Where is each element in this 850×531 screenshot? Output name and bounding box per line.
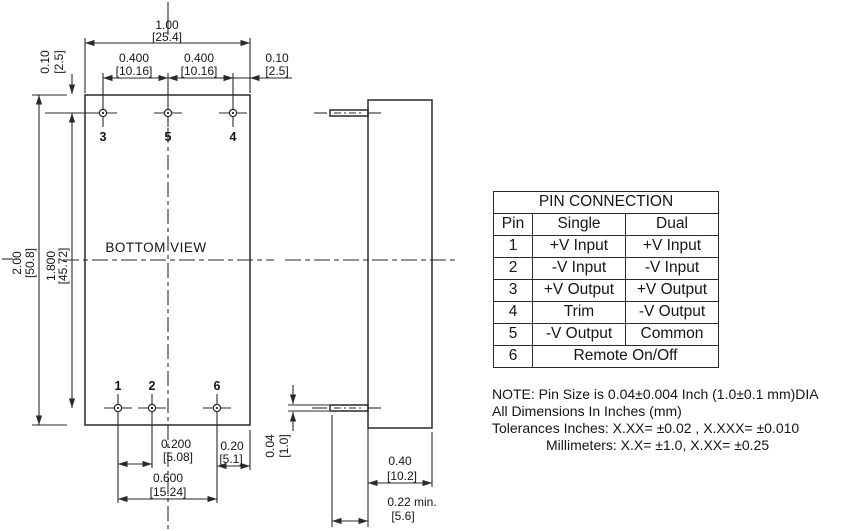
col-header-single: Single — [532, 213, 626, 236]
cell-pin: 6 — [493, 345, 533, 368]
single-arrow-lines — [68, 74, 297, 431]
pin-connection-table: PIN CONNECTION Pin Single Dual 1 +V Inpu… — [493, 191, 719, 368]
dim-pitch-a-mm: [10.16] — [116, 64, 153, 78]
notes-block: NOTE: Pin Size is 0.04±0.004 Inch (1.0±0… — [492, 386, 848, 454]
dim-pin-rows-mm: [45.72] — [56, 248, 70, 285]
dim-pitch-b-mm: [10.16] — [181, 64, 218, 78]
dim-depth-mm: [10.2] — [387, 469, 417, 483]
dim-pin16-mm: [15.24] — [150, 485, 187, 499]
dim-pin12-mm: [5.08] — [163, 450, 193, 464]
pin-5-label: 5 — [165, 130, 172, 144]
dim-pin-rows-in: 1.800 — [44, 251, 58, 281]
dim-edge-right-in: 0.10 — [265, 51, 289, 65]
dim-pin6-edge-mm: [5.1] — [219, 452, 242, 466]
dim-height-mm: [50.8] — [23, 248, 37, 278]
col-header-pin: Pin — [493, 213, 533, 236]
dim-pin12-in: 0.200 — [161, 437, 191, 451]
note-line-dimensions: All Dimensions In Inches (mm) — [492, 403, 682, 419]
cell-single: Trim — [532, 301, 626, 324]
bottom-view-label: BOTTOM VIEW — [105, 240, 206, 255]
dim-pitch-a-in: 0.400 — [119, 51, 149, 65]
dim-pitch-b-in: 0.400 — [184, 51, 214, 65]
cell-single: -V Output — [532, 323, 626, 346]
cell-pin: 4 — [493, 301, 533, 324]
pin-3-label: 3 — [100, 130, 107, 144]
note-line-tol-inches: Tolerances Inches: X.XX= ±0.02 , X.XXX= … — [492, 420, 800, 436]
pin-6-label: 6 — [214, 379, 221, 393]
cell-single: +V Input — [532, 235, 626, 258]
dim-pin-dia-mm: [1.0] — [277, 434, 291, 457]
module-outlines — [84, 94, 433, 429]
table-row: 6 Remote On/Off — [493, 345, 719, 368]
col-header-dual: Dual — [625, 213, 719, 236]
cell-remote-on-off: Remote On/Off — [532, 345, 719, 368]
dim-edge-top-mm: [2.5] — [52, 50, 66, 73]
cell-single: -V Input — [532, 257, 626, 280]
cell-dual: +V Output — [625, 279, 719, 302]
table-row: 2 -V Input -V Input — [493, 257, 719, 280]
dim-edge-top-in: 0.10 — [38, 50, 52, 74]
cell-dual: +V Input — [625, 235, 719, 258]
note-line-pin-size: NOTE: Pin Size is 0.04±0.004 Inch (1.0±0… — [492, 386, 819, 402]
table-row: 3 +V Output +V Output — [493, 279, 719, 302]
dim-width-mm: [25.4] — [152, 30, 182, 44]
side-view-outline — [367, 99, 433, 429]
table-row: PIN CONNECTION — [493, 191, 719, 214]
cell-single: +V Output — [532, 279, 626, 302]
pin-1-label: 1 — [115, 379, 122, 393]
dim-pin-len-in: 0.22 min. — [387, 495, 436, 509]
cell-pin: 1 — [493, 235, 533, 258]
table-row: 1 +V Input +V Input — [493, 235, 719, 258]
table-row: 4 Trim -V Output — [493, 301, 719, 324]
table-title: PIN CONNECTION — [493, 191, 719, 214]
pin-symbols — [98, 108, 238, 413]
centerlines — [2, 112, 458, 530]
dim-pin6-edge-in: 0.20 — [220, 439, 244, 453]
dim-pin16-in: 0.600 — [153, 471, 183, 485]
pin-2-label: 2 — [149, 379, 156, 393]
cell-dual: Common — [625, 323, 719, 346]
cell-pin: 5 — [493, 323, 533, 346]
dim-depth-in: 0.40 — [388, 454, 412, 468]
dim-edge-right-mm: [2.5] — [265, 64, 288, 78]
dim-width-in: 1.00 — [155, 18, 179, 32]
dimension-lines — [35, 39, 432, 525]
cell-pin: 2 — [493, 257, 533, 280]
dim-pin-dia-in: 0.04 — [263, 434, 277, 458]
table-row: Pin Single Dual — [493, 213, 719, 236]
pin-4-label: 4 — [230, 130, 237, 144]
cell-dual: -V Output — [625, 301, 719, 324]
dim-height-in: 2.00 — [10, 251, 24, 275]
cell-dual: -V Input — [625, 257, 719, 280]
cell-pin: 3 — [493, 279, 533, 302]
dim-pin-len-mm: [5.6] — [391, 509, 414, 523]
note-line-tol-mm: Millimeters: X.X= ±1.0, X.XX= ±0.25 — [546, 437, 770, 453]
table-row: 5 -V Output Common — [493, 323, 719, 346]
